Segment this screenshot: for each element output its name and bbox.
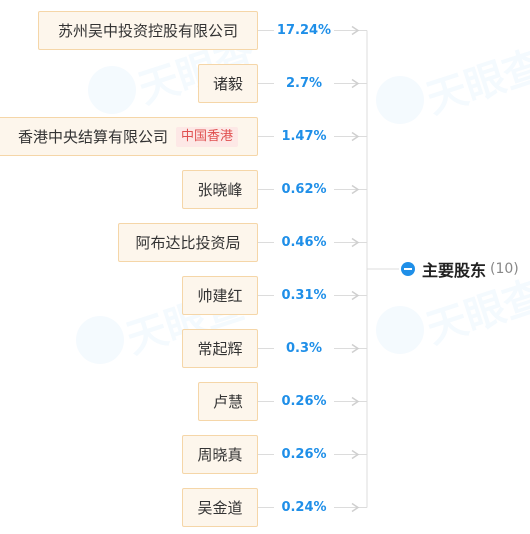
shareholding-percent: 0.26% [274, 446, 334, 463]
arrow-icon [351, 184, 360, 195]
shareholder-name: 帅建红 [197, 287, 243, 305]
shareholder-name: 阿布达比投资局 [135, 234, 241, 252]
shareholder-name: 香港中央结算有限公司 [17, 128, 168, 146]
root-count: (10) [490, 261, 519, 277]
collapse-icon[interactable] [401, 262, 415, 276]
arrow-icon [351, 343, 360, 354]
shareholder-node[interactable]: 阿布达比投资局 [118, 223, 258, 262]
shareholder-name: 常起辉 [197, 340, 243, 358]
arrow-icon [351, 131, 360, 142]
shareholder-node[interactable]: 张晓峰 [182, 170, 258, 209]
shareholder-name: 诸毅 [212, 75, 243, 93]
shareholder-node[interactable]: 常起辉 [182, 329, 258, 368]
arrow-icon [351, 25, 360, 36]
shareholding-percent: 2.7% [274, 75, 334, 92]
shareholder-name: 吴金道 [197, 499, 243, 517]
shareholding-percent: 1.47% [274, 128, 334, 145]
shareholding-percent: 0.46% [274, 234, 334, 251]
shareholding-percent: 0.26% [274, 393, 334, 410]
shareholder-node[interactable]: 苏州吴中投资控股有限公司 [38, 11, 258, 50]
shareholding-percent: 0.31% [274, 287, 334, 304]
shareholder-node[interactable]: 帅建红 [182, 276, 258, 315]
shareholding-percent: 0.62% [274, 181, 334, 198]
arrow-icon [351, 78, 360, 89]
shareholder-name: 苏州吴中投资控股有限公司 [57, 22, 238, 40]
arrow-icon [351, 396, 360, 407]
shareholder-node[interactable]: 吴金道 [182, 488, 258, 527]
shareholder-node[interactable]: 诸毅 [198, 64, 258, 103]
main-shareholders-root[interactable]: 主要股东 (10) [401, 258, 519, 280]
arrow-icon [351, 449, 360, 460]
shareholder-name: 张晓峰 [197, 181, 243, 199]
arrow-icon [351, 237, 360, 248]
shareholder-node[interactable]: 卢慧 [198, 382, 258, 421]
arrow-icon [351, 290, 360, 301]
arrow-icon [351, 502, 360, 513]
region-tag: 中国香港 [176, 126, 239, 147]
root-title: 主要股东 [422, 261, 487, 280]
shareholder-node[interactable]: 周晓真 [182, 435, 258, 474]
shareholding-percent: 0.3% [274, 340, 334, 357]
shareholding-percent: 17.24% [274, 22, 334, 39]
shareholding-percent: 0.24% [274, 499, 334, 516]
shareholder-node[interactable]: 香港中央结算有限公司中国香港 [0, 117, 258, 156]
shareholder-name: 周晓真 [197, 446, 243, 464]
shareholder-name: 卢慧 [212, 393, 243, 411]
